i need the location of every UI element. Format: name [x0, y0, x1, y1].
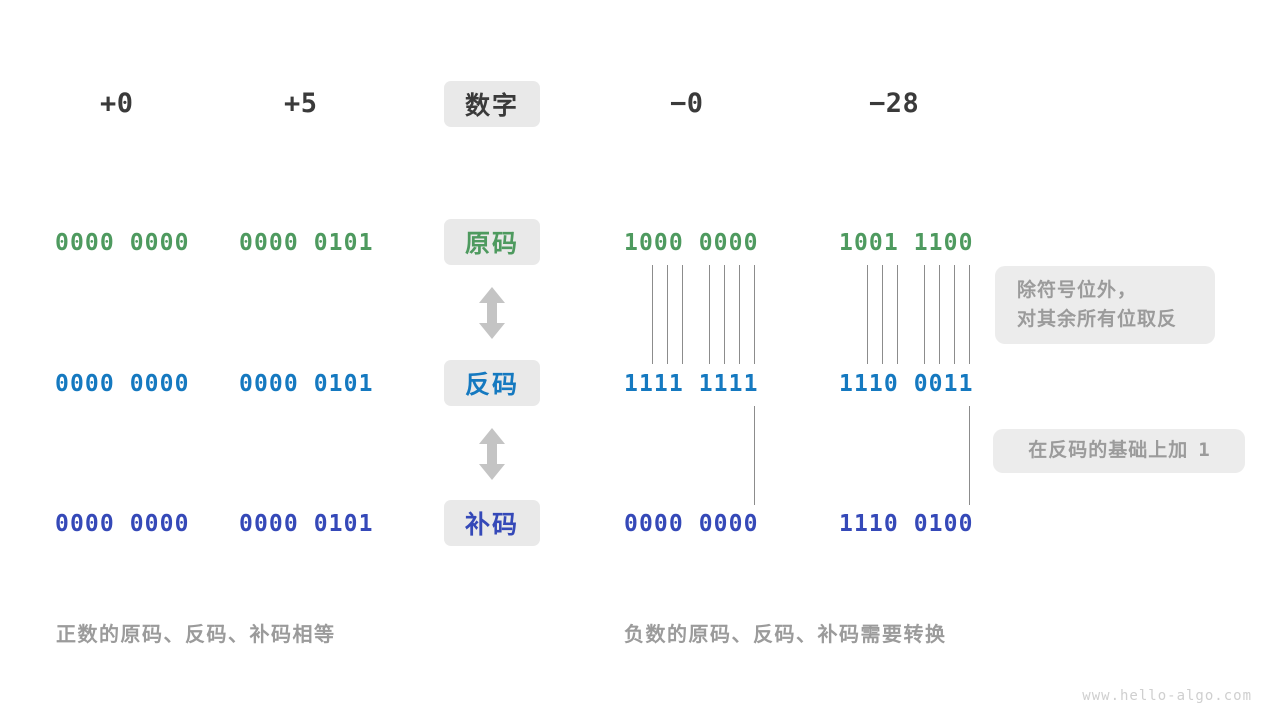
- row-badge-ones-complement: 反码: [444, 360, 540, 406]
- connector-tick: [739, 265, 740, 364]
- connector-tick: [954, 265, 955, 364]
- note-invert-bits: 除符号位外， 对其余所有位取反: [995, 266, 1215, 344]
- double-arrow-icon-sign-to-ones: [476, 287, 508, 344]
- row-twos-complement-cell-plus-five: 0000 0101: [239, 511, 374, 537]
- watermark: www.hello-algo.com: [1082, 688, 1252, 704]
- row-ones-complement-cell-plus-five: 0000 0101: [239, 371, 374, 397]
- row-sign-magnitude-cell-plus-five: 0000 0101: [239, 230, 374, 256]
- note-invert-bits-line1: 除符号位外，: [1017, 278, 1138, 301]
- connector-tick: [754, 265, 755, 364]
- header-number-plus-five: +5: [284, 88, 318, 119]
- connector-tick: [969, 265, 970, 364]
- row-ones-complement-cell-minus-twentyeight: 1110 0011: [839, 371, 974, 397]
- row-ones-complement-cell-plus-zero: 0000 0000: [55, 371, 190, 397]
- header-number-minus-zero: −0: [670, 88, 704, 119]
- connector-tick: [682, 265, 683, 364]
- caption-negative: 负数的原码、反码、补码需要转换: [624, 622, 947, 646]
- row-sign-magnitude-cell-minus-zero: 1000 0000: [624, 230, 759, 256]
- connector-tick: [882, 265, 883, 364]
- row-twos-complement-cell-plus-zero: 0000 0000: [55, 511, 190, 537]
- row-badge-twos-complement: 补码: [444, 500, 540, 546]
- row-sign-magnitude-cell-plus-zero: 0000 0000: [55, 230, 190, 256]
- connector-tick-carry: [969, 406, 970, 505]
- connector-tick: [924, 265, 925, 364]
- connector-tick: [652, 265, 653, 364]
- header-number-minus-twentyeight: −28: [869, 88, 920, 119]
- header-badge-number: 数字: [444, 81, 540, 127]
- header-number-plus-zero: +0: [100, 88, 134, 119]
- double-arrow-icon-ones-to-twos: [476, 428, 508, 485]
- connector-tick: [709, 265, 710, 364]
- note-invert-bits-line2: 对其余所有位取反: [1017, 308, 1178, 330]
- connector-tick: [867, 265, 868, 364]
- note-add-one-text: 在反码的基础上加: [1028, 439, 1189, 462]
- row-ones-complement-cell-minus-zero: 1111 1111: [624, 371, 759, 397]
- connector-tick: [897, 265, 898, 364]
- row-sign-magnitude-cell-minus-twentyeight: 1001 1100: [839, 230, 974, 256]
- note-add-one-value: 1: [1198, 439, 1210, 462]
- connector-tick: [939, 265, 940, 364]
- note-add-one: 在反码的基础上加 1: [993, 429, 1245, 473]
- connector-tick-carry: [754, 406, 755, 505]
- connector-tick: [667, 265, 668, 364]
- row-badge-sign-magnitude: 原码: [444, 219, 540, 265]
- caption-positive: 正数的原码、反码、补码相等: [56, 622, 336, 646]
- row-twos-complement-cell-minus-zero: 0000 0000: [624, 511, 759, 537]
- connector-tick: [724, 265, 725, 364]
- row-twos-complement-cell-minus-twentyeight: 1110 0100: [839, 511, 974, 537]
